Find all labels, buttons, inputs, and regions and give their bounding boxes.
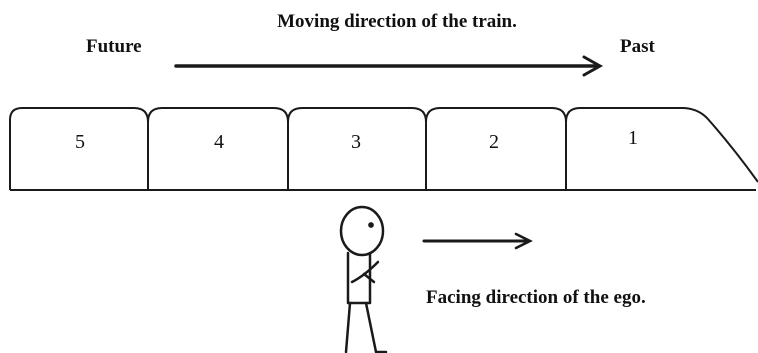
future-label: Future xyxy=(86,36,142,57)
ego-arm xyxy=(350,260,380,284)
train-car-1 xyxy=(565,107,758,183)
car-number-2: 2 xyxy=(489,131,499,153)
moving-direction-arrow xyxy=(174,55,604,77)
train-car-5 xyxy=(9,107,149,190)
past-label: Past xyxy=(620,36,656,57)
car-number-1: 1 xyxy=(628,127,638,149)
ego-head xyxy=(339,205,385,257)
ego-eye xyxy=(368,222,374,228)
train-car-4 xyxy=(147,107,289,190)
facing-direction-arrow xyxy=(422,232,533,250)
car-number-5: 5 xyxy=(75,131,85,153)
ego-stick-figure xyxy=(339,205,388,353)
train-car-2 xyxy=(425,107,567,190)
facing-direction-label: Facing direction of the ego. xyxy=(426,287,646,308)
train-car-3 xyxy=(287,107,427,190)
car-number-3: 3 xyxy=(351,131,361,153)
ego-legs xyxy=(344,301,388,353)
moving-direction-label: Moving direction of the train. xyxy=(277,11,517,32)
car-number-4: 4 xyxy=(214,131,224,153)
train xyxy=(9,107,758,191)
